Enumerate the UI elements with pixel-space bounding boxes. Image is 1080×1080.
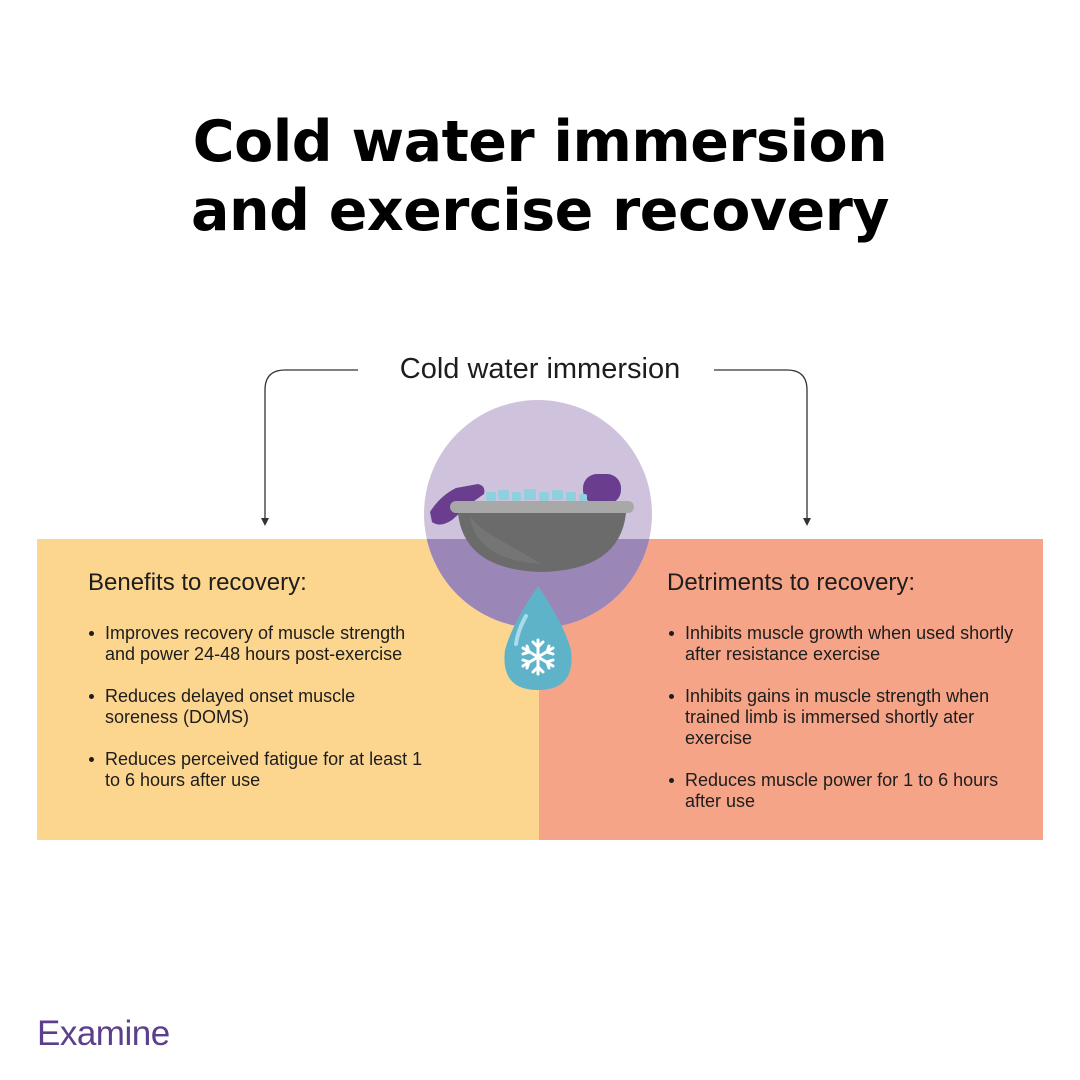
- list-item: Reduces perceived fatigue for at least 1…: [87, 749, 427, 791]
- left-connector-arrow: [261, 369, 358, 526]
- title-line-1: Cold water immersion: [192, 109, 888, 175]
- center-label: Cold water immersion: [0, 350, 1080, 388]
- title-line-2: and exercise recovery: [191, 178, 889, 244]
- benefits-list: Improves recovery of muscle strength and…: [87, 623, 427, 812]
- benefits-panel: Benefits to recovery: Improves recovery …: [37, 539, 539, 840]
- examine-logo: Examine: [37, 1014, 170, 1053]
- list-item: Inhibits muscle growth when used shortly…: [667, 623, 1017, 665]
- right-connector-arrow: [714, 369, 811, 526]
- detriments-panel: Detriments to recovery: Inhibits muscle …: [539, 539, 1043, 840]
- page-title: Cold water immersion and exercise recove…: [0, 108, 1080, 246]
- benefits-heading: Benefits to recovery:: [88, 569, 307, 596]
- detriments-heading: Detriments to recovery:: [667, 569, 916, 596]
- list-item: Reduces delayed onset muscle soreness (D…: [87, 686, 427, 728]
- list-item: Inhibits gains in muscle strength when t…: [667, 686, 1017, 749]
- hand-icon: [430, 474, 621, 525]
- center-label-text: Cold water immersion: [387, 353, 693, 385]
- list-item: Improves recovery of muscle strength and…: [87, 623, 427, 665]
- detriments-list: Inhibits muscle growth when used shortly…: [667, 623, 1017, 833]
- list-item: Reduces muscle power for 1 to 6 hours af…: [667, 770, 1017, 812]
